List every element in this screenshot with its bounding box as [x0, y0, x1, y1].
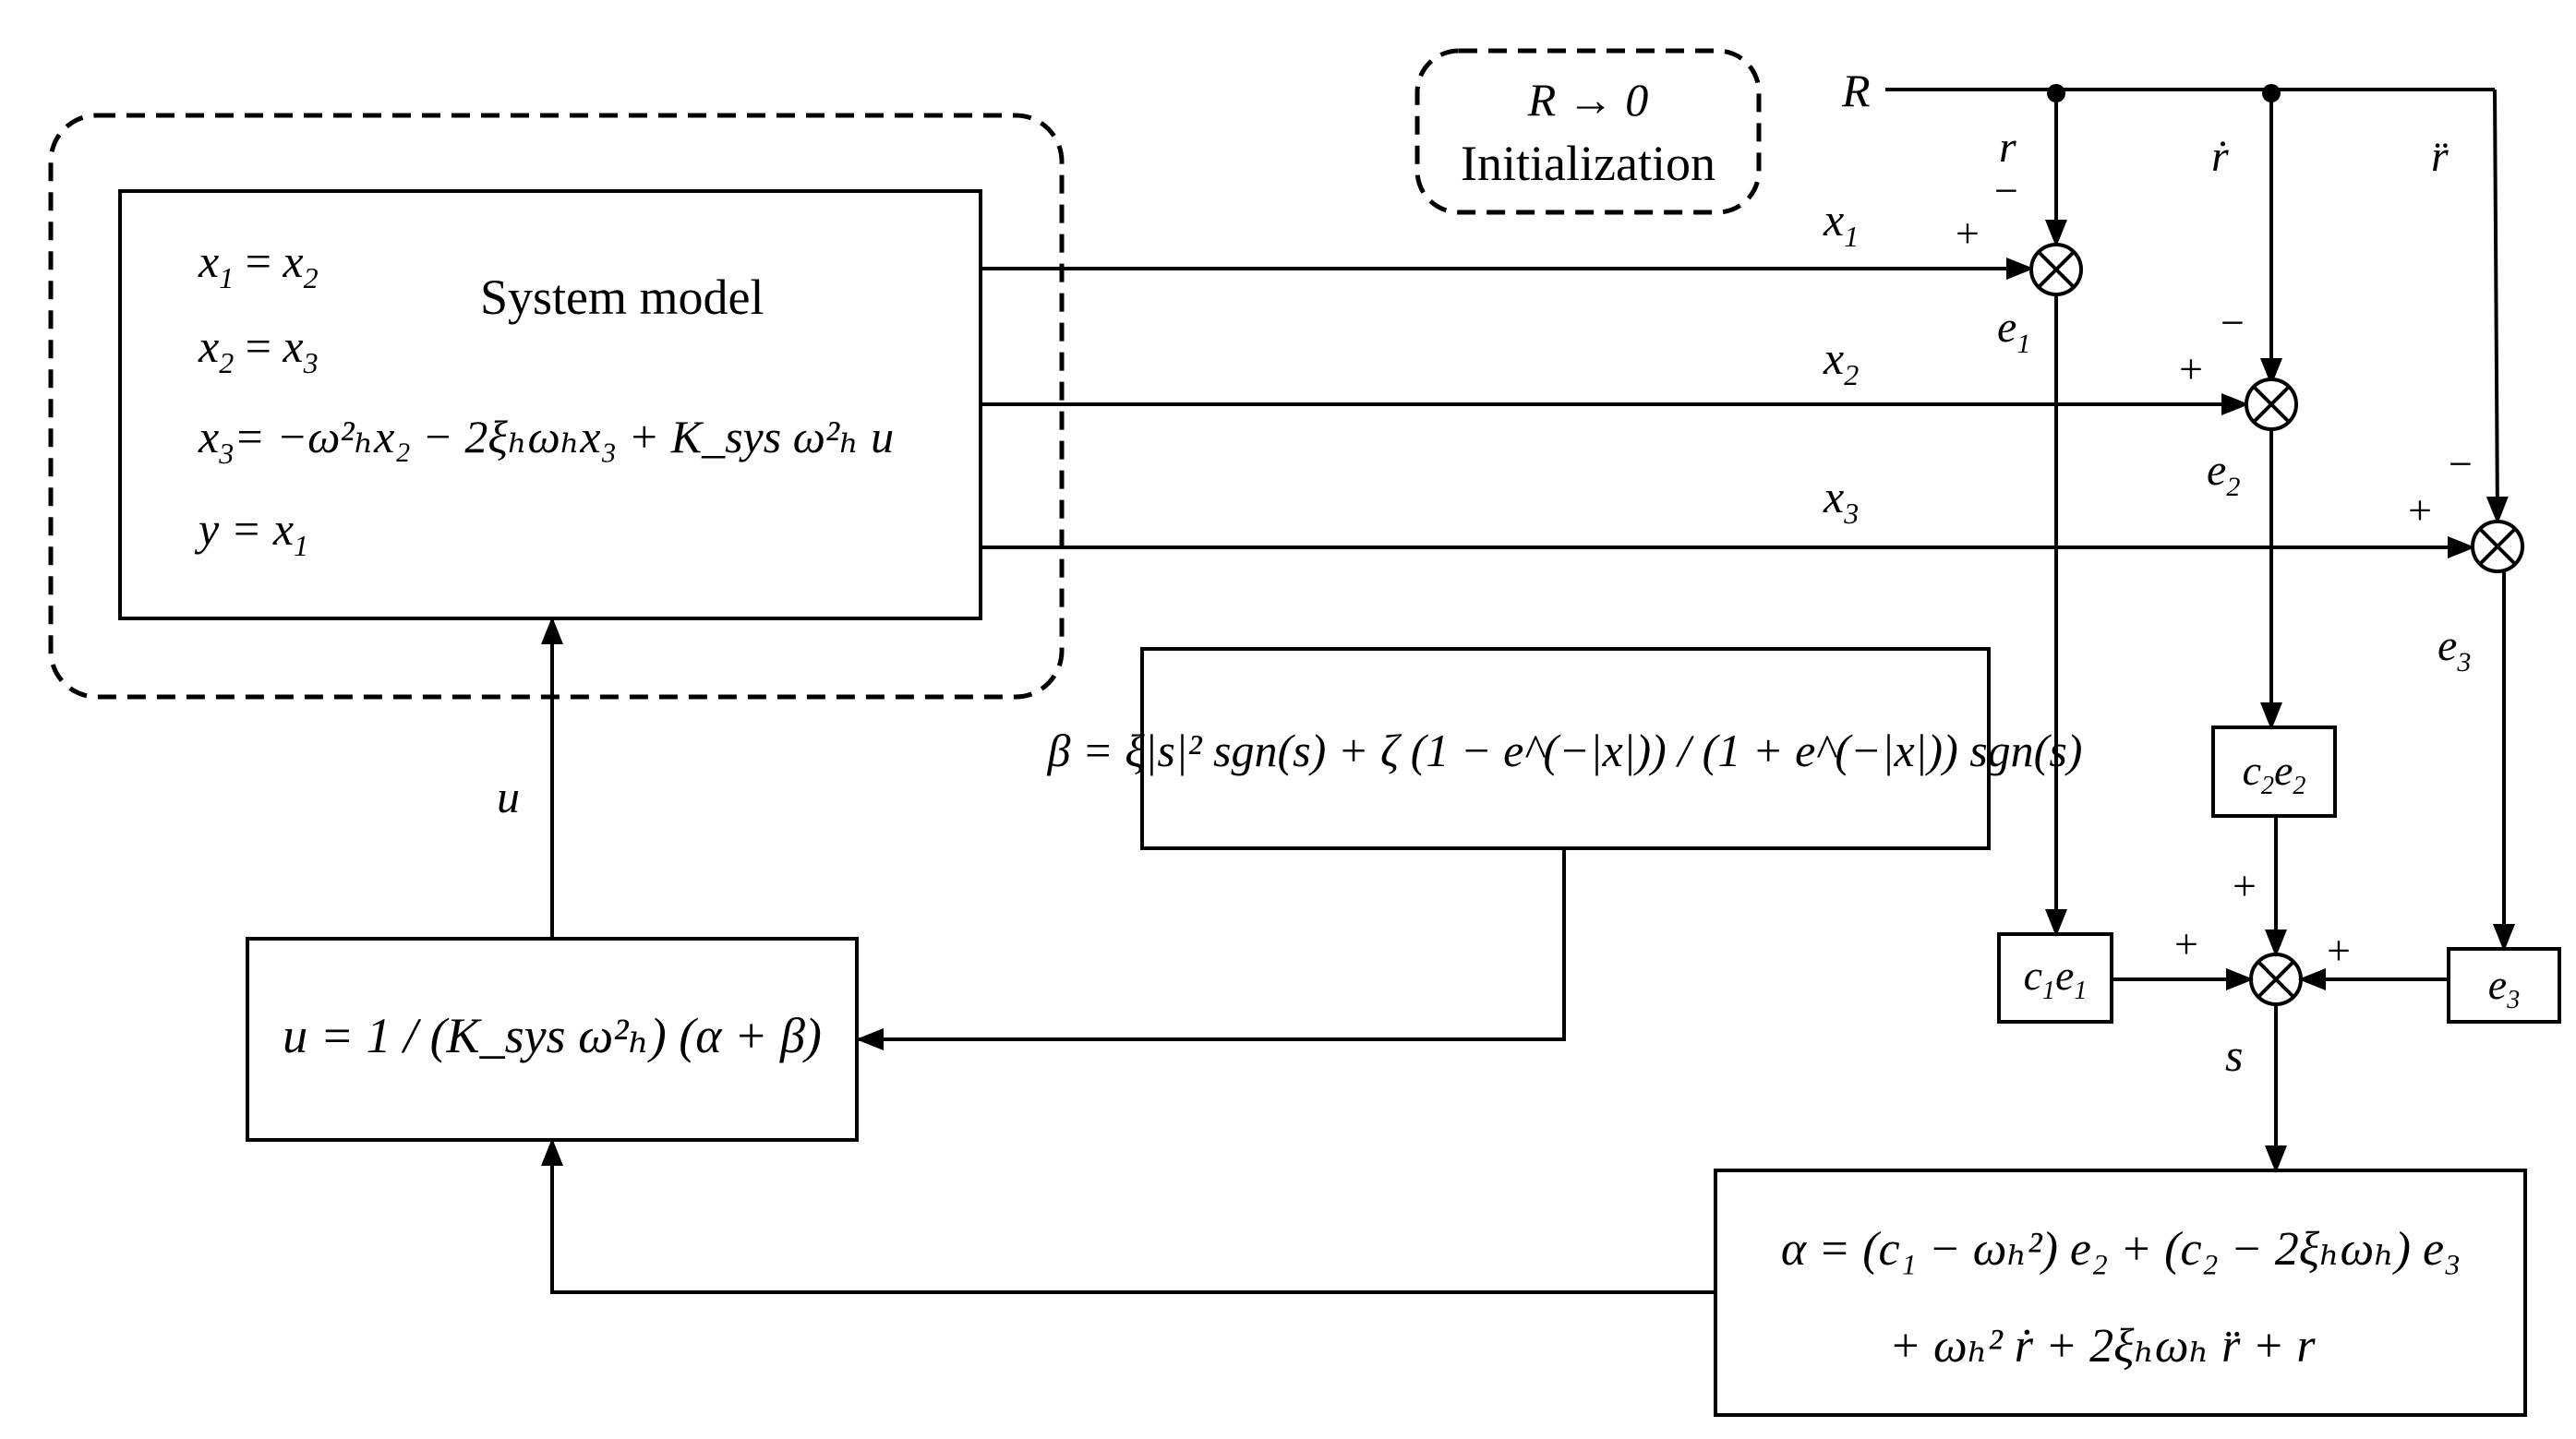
alpha-box: [1714, 1169, 2527, 1417]
e3-block-label: e3: [2488, 961, 2520, 1014]
label-r-ddot: r̈: [2431, 132, 2449, 181]
sign-minus-sum3: −: [2449, 440, 2473, 487]
alpha-formula-line1: α = (c₁ − ωₕ²) e₂ + (c₂ − 2ξₕωₕ) e₃: [1781, 1223, 2461, 1276]
sign-plus-sum1: +: [1956, 210, 1980, 257]
c2e2-box: [2211, 725, 2337, 818]
sign-plus-top-s: +: [2233, 862, 2257, 909]
label-x3: x3: [1823, 471, 1859, 530]
sum-junction-1: [2029, 243, 2083, 296]
label-r: r: [1999, 123, 2016, 172]
sign-plus-sum3: +: [2408, 486, 2432, 534]
beta-formula: β = ξ|s|² sgn(s) + ζ (1 − e^(−|x|)) / (1…: [1047, 725, 2083, 776]
u-control-box: [246, 937, 859, 1142]
sum-junction-3: [2471, 520, 2524, 573]
sign-plus-sum2: +: [2179, 345, 2203, 392]
label-s: s: [2225, 1029, 2243, 1081]
system-model-dashed-frame: [48, 113, 1065, 700]
label-e3: e3: [2438, 621, 2471, 678]
sign-minus-sum1: −: [1994, 167, 2018, 214]
label-x1: x1: [1823, 194, 1859, 253]
alpha-formula-line2: + ωₕ² ṙ + 2ξₕωₕ r̈ + r⃛: [1889, 1320, 2353, 1373]
c1e1-label: c1e1: [2024, 952, 2088, 1005]
sign-minus-sum2: −: [2221, 299, 2245, 346]
system-eq-2: x2 = x3: [198, 320, 319, 379]
system-eq-1: x1 = x2: [198, 235, 319, 294]
system-model-box: [118, 189, 982, 620]
e3-box: [2447, 947, 2561, 1024]
label-e1: e1: [1997, 303, 2030, 359]
arrow-beta-to-u: [856, 848, 1566, 1050]
label-R: R: [1841, 65, 1871, 116]
system-eq-4: y = x1: [194, 503, 308, 562]
sum-junction-s: [2249, 953, 2303, 1006]
svg-text:x1 = x2: x1 = x2: [198, 235, 319, 294]
sign-plus-right-s: +: [2327, 927, 2351, 974]
label-e2: e2: [2207, 446, 2240, 502]
svg-text:y = x1: y = x1: [194, 503, 308, 562]
label-r-dot: ṙ: [2211, 132, 2229, 181]
system-model-title: System model: [480, 270, 764, 325]
svg-text:x3= −ω²ₕx₂ − 2ξₕωₕx₃ + K_sys ω: x3= −ω²ₕx₂ − 2ξₕωₕx₃ + K_sys ω²ₕ u: [198, 411, 894, 470]
beta-box: [1140, 647, 1991, 850]
label-u: u: [497, 771, 520, 822]
label-x2: x2: [1823, 332, 1859, 391]
init-formula: R → 0: [1527, 74, 1649, 126]
sign-plus-left-s: +: [2174, 920, 2198, 967]
arrow-alpha-to-u: [541, 1138, 1715, 1294]
sum-junction-2: [2245, 378, 2298, 431]
arrow-rddot-to-sum3: [2486, 89, 2509, 524]
initialization-dashed-frame: [1414, 48, 1762, 215]
svg-text:x2 = x3: x2 = x3: [198, 320, 319, 379]
init-label: Initialization: [1461, 136, 1715, 191]
c2e2-label: c2e2: [2243, 747, 2306, 800]
system-eq-3: x3= −ω²ₕx₂ − 2ξₕωₕx₃ + K_sys ω²ₕ u: [198, 411, 894, 470]
u-formula: u = 1 / (K_sys ω²ₕ) (α + β): [283, 1008, 822, 1063]
